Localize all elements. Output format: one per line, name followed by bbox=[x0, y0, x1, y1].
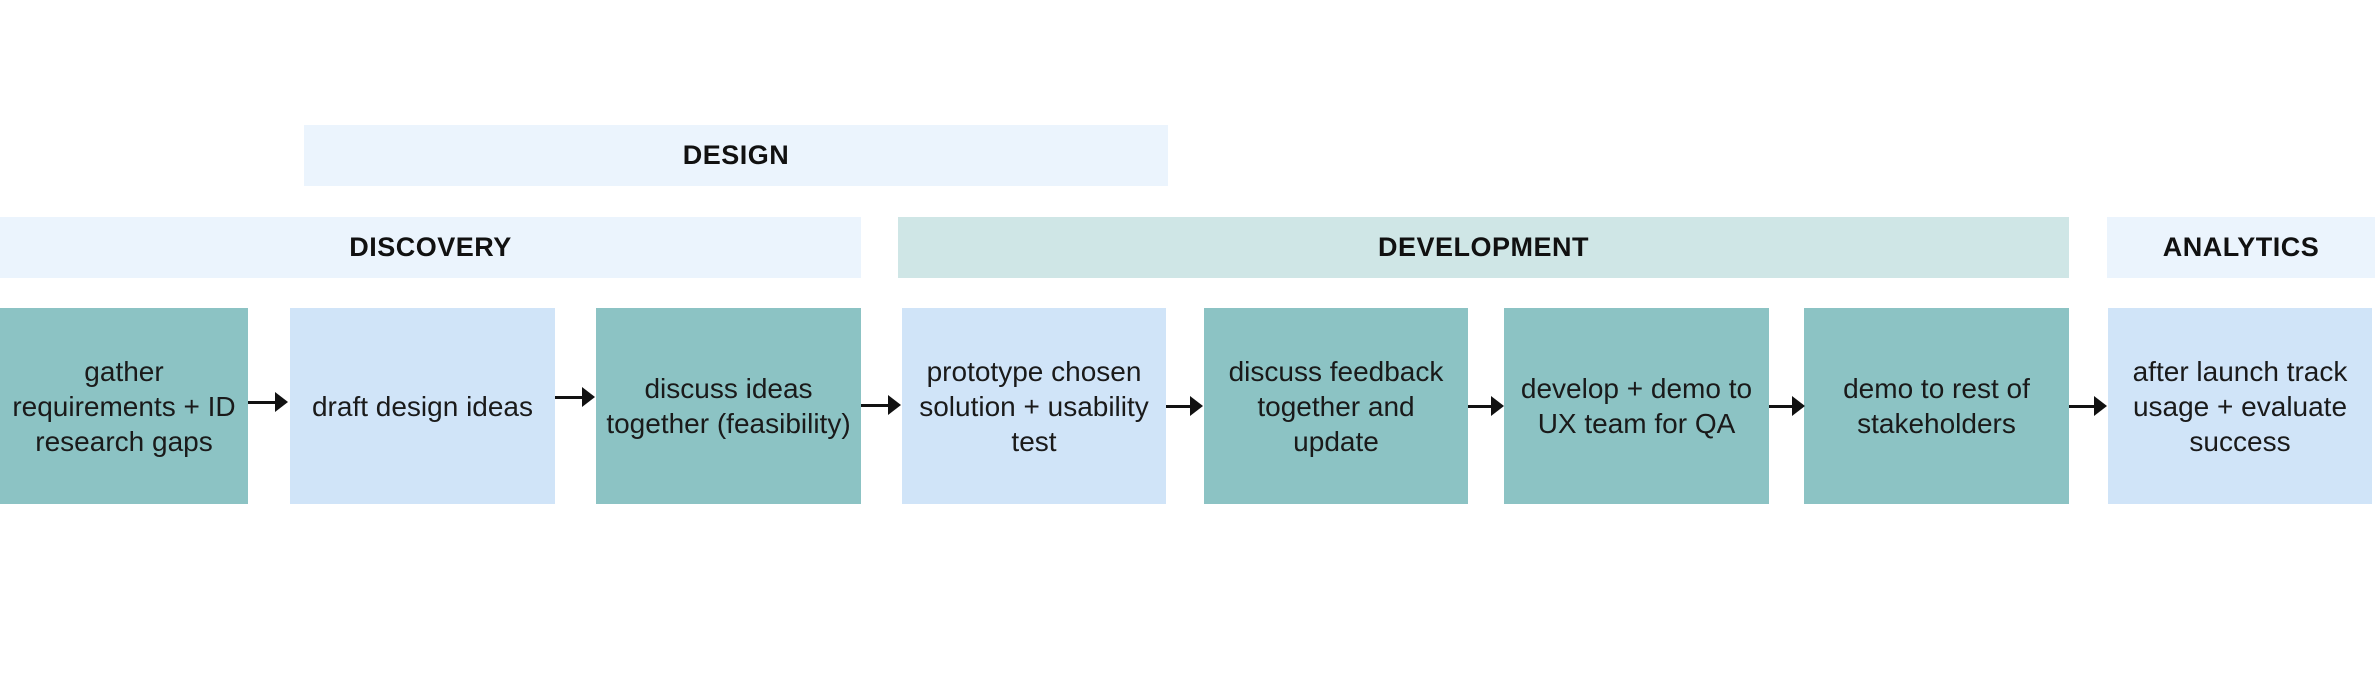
step-demo-stakeholders: demo to rest of stakeholders bbox=[1804, 308, 2069, 504]
step-label: discuss ideas together (feasibility) bbox=[606, 373, 851, 439]
step-label: prototype chosen solution + usability te… bbox=[919, 355, 1149, 457]
arrow-right-icon bbox=[1166, 396, 1203, 416]
arrow-right-icon bbox=[1468, 396, 1504, 416]
step-prototype: prototype chosen solution + usability te… bbox=[902, 308, 1166, 504]
phase-design-label: DESIGN bbox=[682, 140, 790, 170]
arrow-right-icon bbox=[555, 387, 595, 407]
phase-discovery: DISCOVERY bbox=[0, 217, 861, 278]
step-gather-requirements: gather requirements + ID research gaps bbox=[0, 308, 248, 504]
arrow-right-icon bbox=[1769, 396, 1805, 416]
phase-analytics-label: ANALYTICS bbox=[2162, 232, 2320, 262]
step-label: demo to rest of stakeholders bbox=[1843, 373, 2030, 439]
phase-design: DESIGN bbox=[304, 125, 1168, 186]
step-draft-design-ideas: draft design ideas bbox=[290, 308, 555, 504]
arrow-right-icon bbox=[2069, 396, 2107, 416]
phase-discovery-label: DISCOVERY bbox=[349, 232, 512, 262]
arrow-right-icon bbox=[248, 392, 288, 412]
step-label: gather requirements + ID research gaps bbox=[12, 355, 236, 457]
step-label: after launch track usage + evaluate succ… bbox=[2132, 355, 2348, 457]
step-develop-demo: develop + demo to UX team for QA bbox=[1504, 308, 1769, 504]
step-discuss-feedback: discuss feedback together and update bbox=[1204, 308, 1468, 504]
step-discuss-ideas: discuss ideas together (feasibility) bbox=[596, 308, 861, 504]
phase-analytics: ANALYTICS bbox=[2107, 217, 2375, 278]
step-after-launch: after launch track usage + evaluate succ… bbox=[2108, 308, 2372, 504]
step-label: develop + demo to UX team for QA bbox=[1520, 373, 1753, 439]
phase-development: DEVELOPMENT bbox=[898, 217, 2069, 278]
phase-development-label: DEVELOPMENT bbox=[1377, 232, 1590, 262]
step-label: discuss feedback together and update bbox=[1228, 355, 1444, 457]
arrow-right-icon bbox=[861, 395, 901, 415]
step-label: draft design ideas bbox=[311, 390, 534, 422]
